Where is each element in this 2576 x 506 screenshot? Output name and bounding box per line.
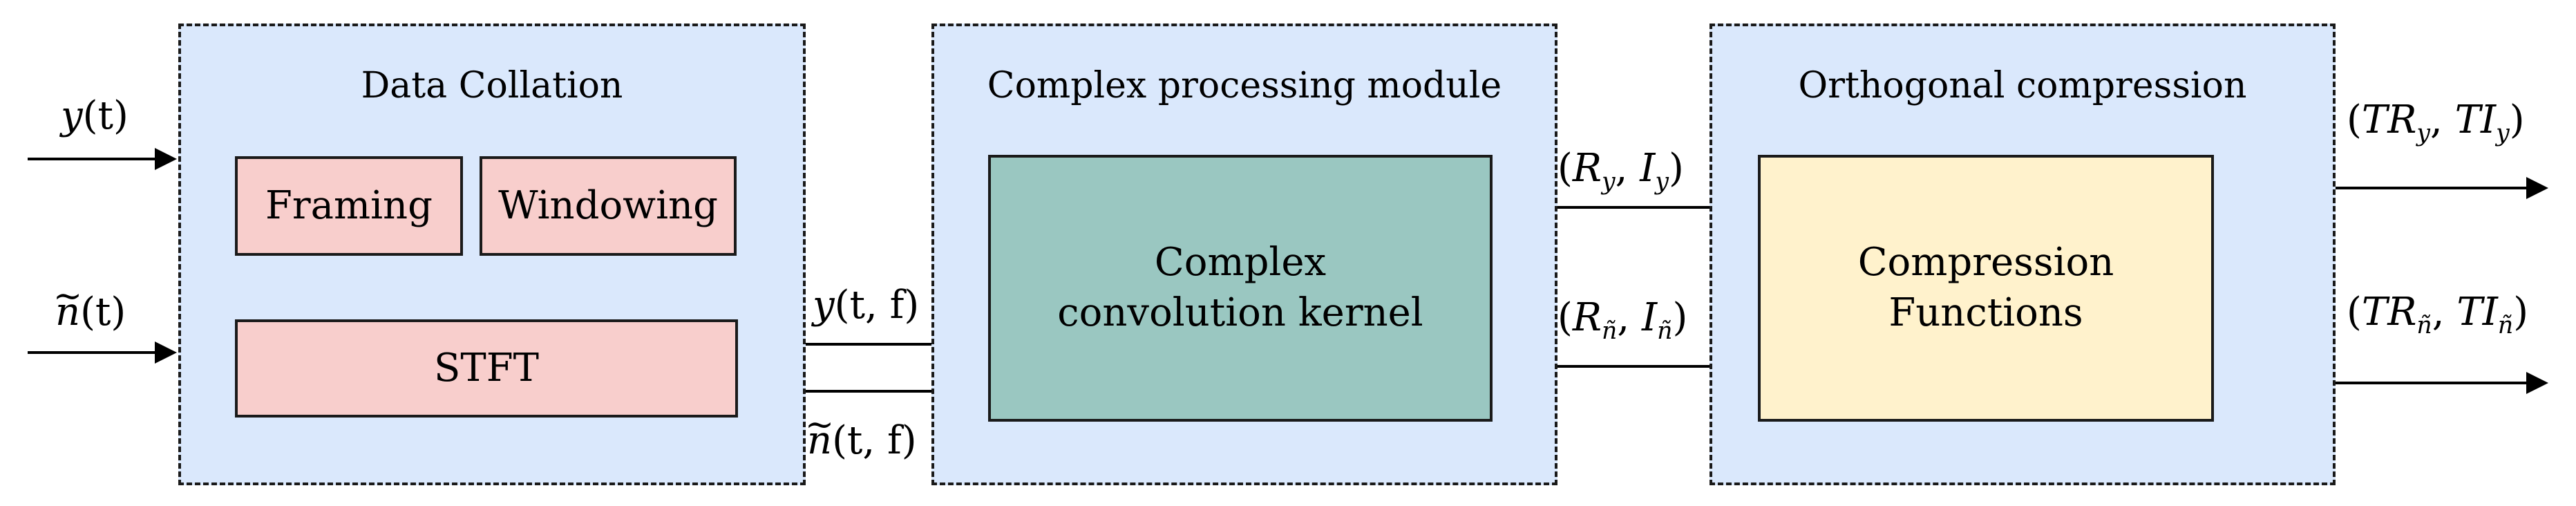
complex-convolution-kernel-block: Complex convolution kernel <box>988 155 1493 422</box>
input-n-label: n(t) <box>55 293 126 332</box>
output-n-imag: TI <box>2456 290 2498 335</box>
output-n-imag-sub: ñ <box>2497 312 2514 340</box>
complex-y-imag-sub: y <box>1655 168 1669 196</box>
input-n-args: (t) <box>80 290 126 335</box>
complex-y-imag: I <box>1640 146 1656 191</box>
framing-block: Framing <box>235 156 463 256</box>
input-y-args: (t) <box>82 93 129 138</box>
stft-y-label: y(t, f) <box>813 286 919 325</box>
orthogonal-compression-title: Orthogonal compression <box>1798 65 2247 106</box>
complex-y-sep: , <box>1615 146 1640 191</box>
output-y-imag: TI <box>2454 97 2497 142</box>
windowing-block: Windowing <box>480 156 737 256</box>
complex-y-real: R <box>1572 146 1602 191</box>
framing-label: Framing <box>265 182 433 228</box>
output-n-close: ) <box>2513 290 2529 335</box>
complex-n-imag: I <box>1642 295 1658 340</box>
complex-n-open: ( <box>1557 295 1573 340</box>
stft-block: STFT <box>235 319 738 418</box>
stft-n-fn: n <box>807 422 832 460</box>
complex-y-open: ( <box>1557 146 1573 191</box>
stft-n-args: (t, f) <box>832 418 917 463</box>
output-y-real: TR <box>2361 97 2417 142</box>
input-y-label: y(t) <box>61 97 129 135</box>
complex-n-label: (Rñ, Iñ) <box>1557 299 1687 344</box>
output-y-label: (TRy, TIy) <box>2347 101 2525 146</box>
windowing-label: Windowing <box>498 182 718 228</box>
output-n-sep: , <box>2432 290 2457 335</box>
complex-y-label: (Ry, Iy) <box>1557 149 1684 194</box>
complex-y-close: ) <box>1669 146 1684 191</box>
output-y-imag-sub: y <box>2496 120 2510 148</box>
complex-y-real-sub: y <box>1602 168 1616 196</box>
output-y-open: ( <box>2347 97 2362 142</box>
output-y-sep: , <box>2430 97 2455 142</box>
output-n-real: TR <box>2361 290 2417 335</box>
compression-functions-label: Compression Functions <box>1857 240 2114 335</box>
complex-processing-title: Complex processing module <box>987 65 1502 106</box>
complex-n-close: ) <box>1672 295 1688 340</box>
stft-n-label: n(t, f) <box>807 422 917 460</box>
complex-n-real-sub: ñ <box>1602 317 1618 346</box>
stft-label: STFT <box>434 345 539 391</box>
stft-y-args: (t, f) <box>834 283 920 328</box>
compression-functions-block: Compression Functions <box>1758 155 2214 422</box>
output-y-real-sub: y <box>2416 120 2430 148</box>
complex-convolution-kernel-label: Complex convolution kernel <box>1057 240 1423 335</box>
output-y-close: ) <box>2509 97 2525 142</box>
input-n-fn: n <box>55 293 80 332</box>
complex-n-imag-sub: ñ <box>1657 317 1673 346</box>
output-n-open: ( <box>2347 290 2362 335</box>
complex-n-real: R <box>1572 295 1602 340</box>
complex-n-sep: , <box>1617 295 1642 340</box>
stft-y-fn: y <box>813 283 835 328</box>
data-collation-title: Data Collation <box>361 65 623 106</box>
input-y-fn: y <box>61 93 83 138</box>
output-n-label: (TRñ, TIñ) <box>2347 293 2528 338</box>
output-n-real-sub: ñ <box>2416 312 2432 340</box>
